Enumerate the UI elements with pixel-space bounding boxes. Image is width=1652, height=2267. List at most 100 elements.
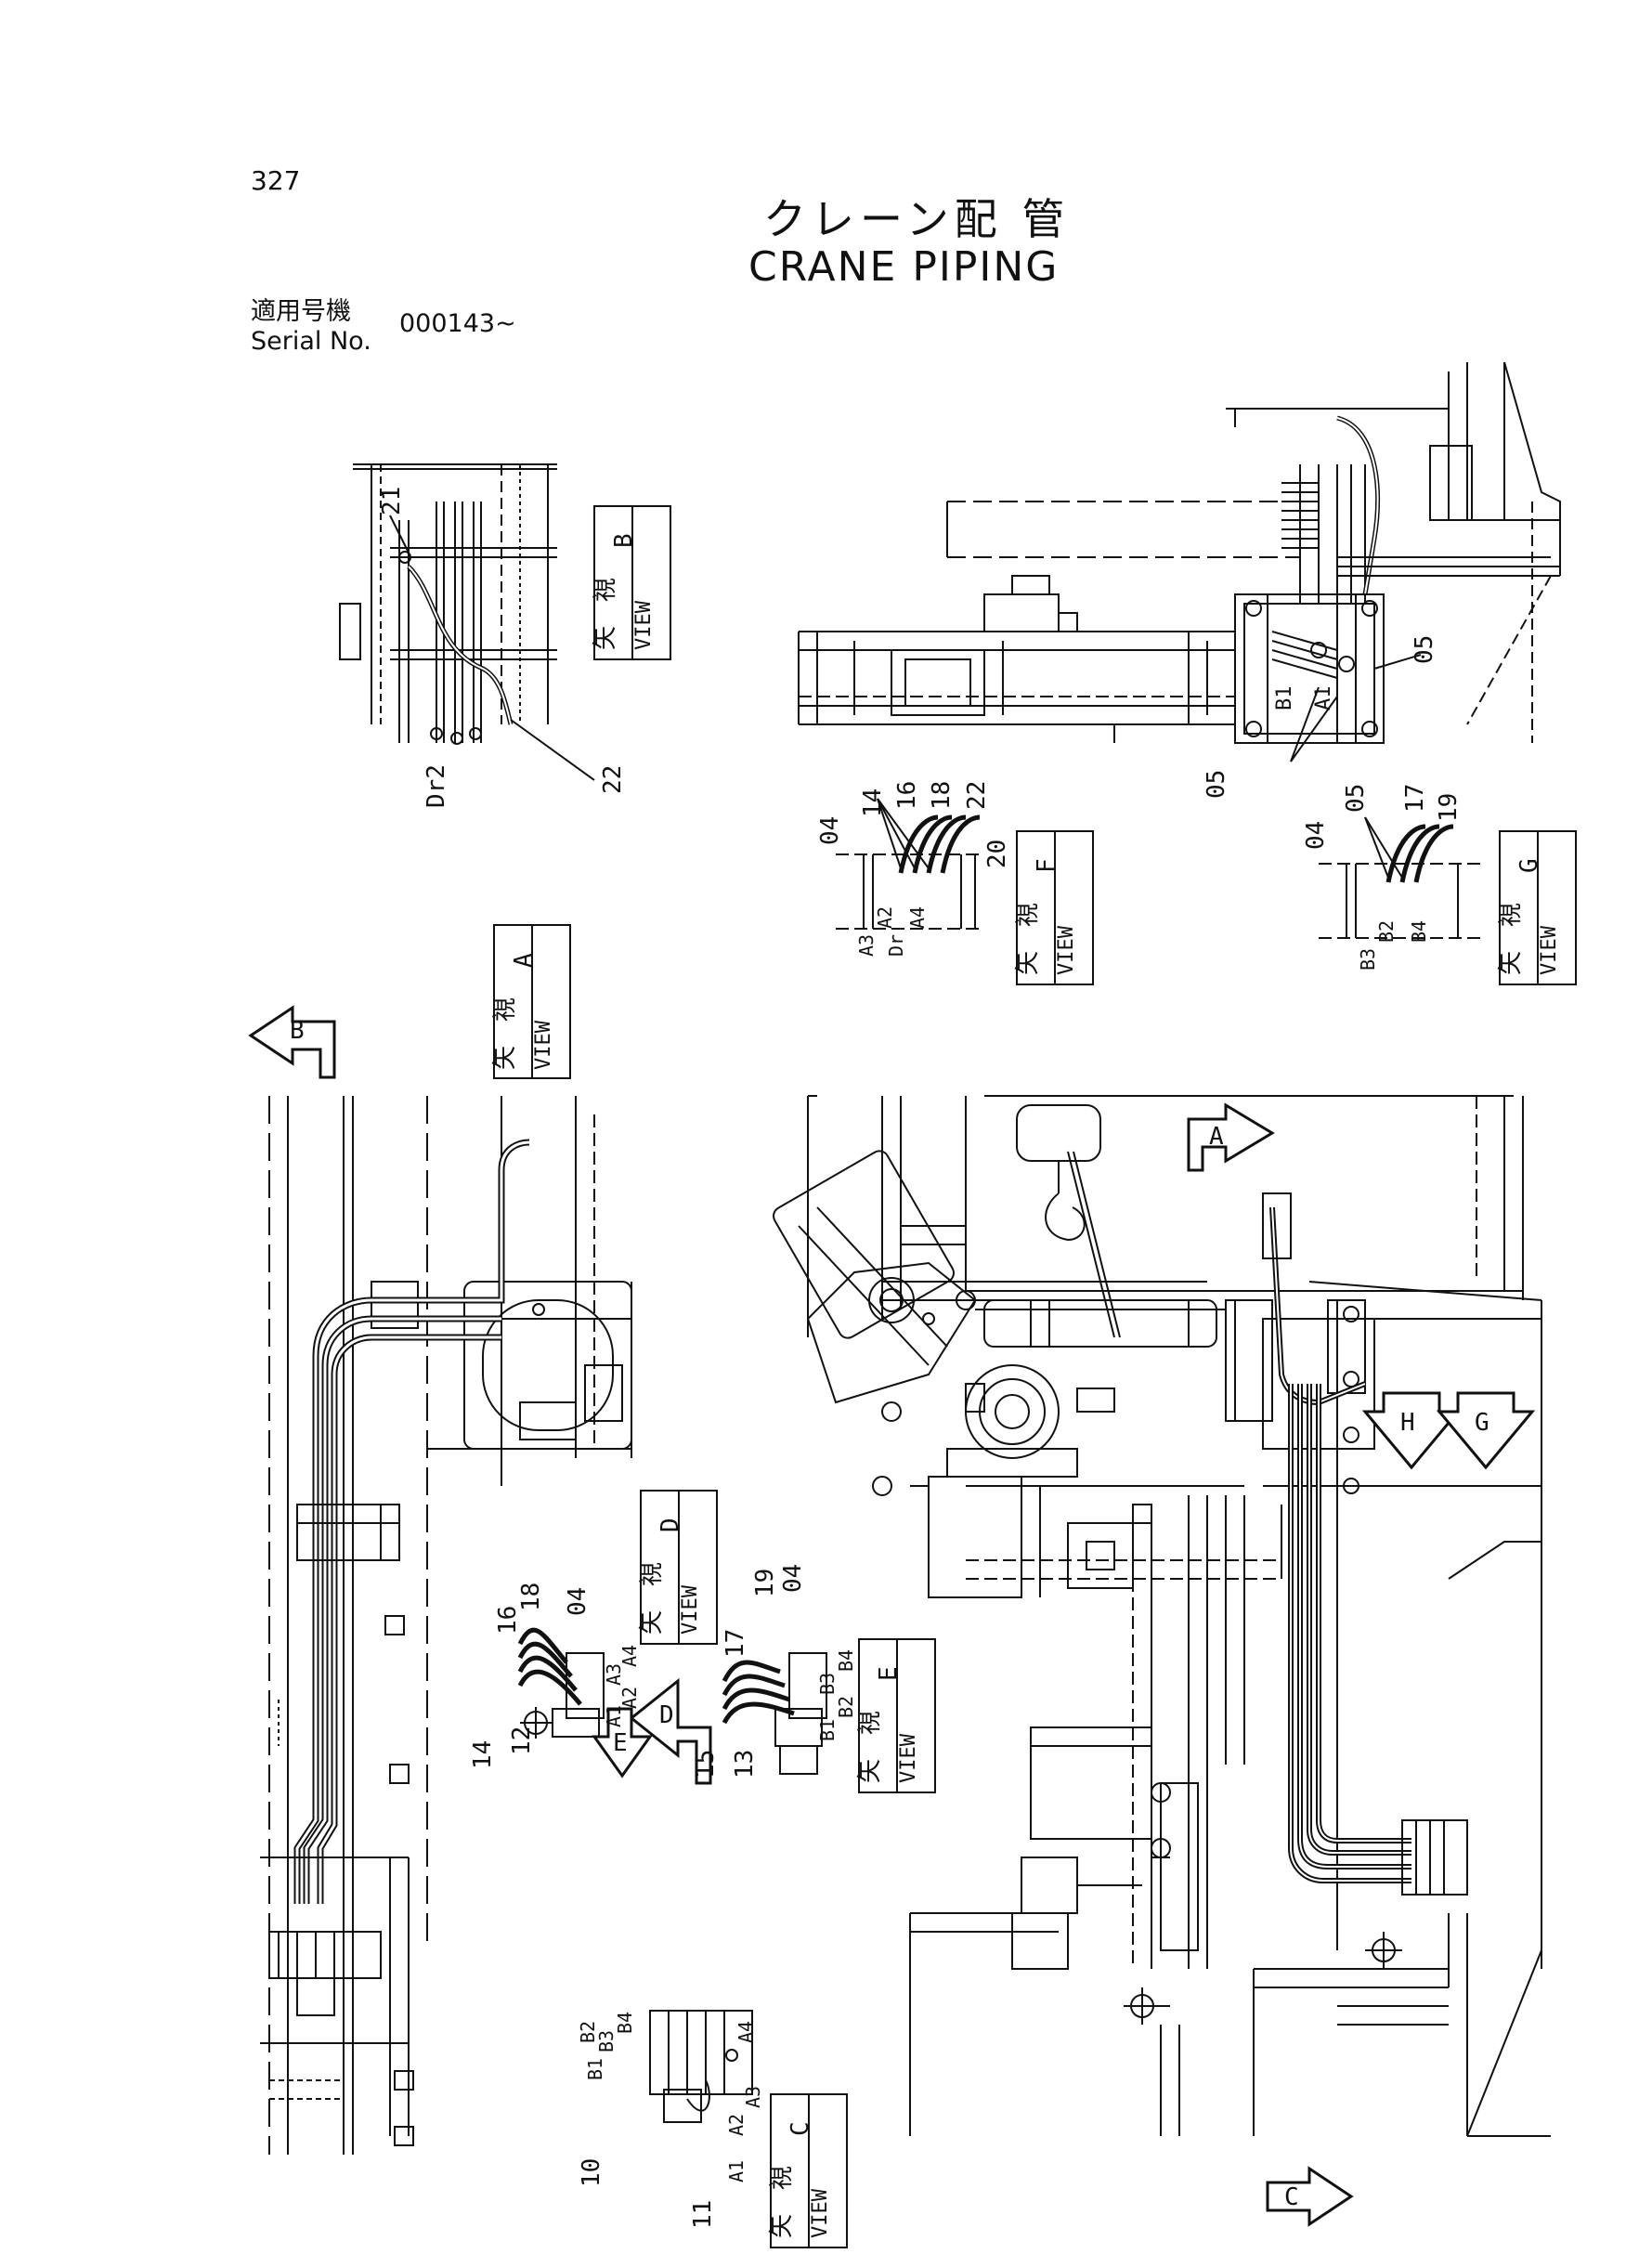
view-e-detail bbox=[722, 1652, 827, 1775]
callout-view-d-18: 18 bbox=[517, 1583, 545, 1611]
callout-view-f-04: 04 bbox=[816, 816, 844, 845]
port-view-c-a4: A4 bbox=[735, 2021, 757, 2043]
view-g-text: 矢 視 VIEW G bbox=[1497, 858, 1561, 975]
arrow-c bbox=[1266, 2166, 1354, 2227]
port-view-g-b3: B3 bbox=[1357, 948, 1379, 971]
port-view-c-a1: A1 bbox=[725, 2160, 748, 2182]
view-g-box bbox=[1499, 830, 1577, 985]
callout-dr2: Dr2 bbox=[423, 764, 450, 808]
arrow-e-label: E bbox=[613, 1729, 628, 1757]
port-view-d-a4: A4 bbox=[618, 1645, 641, 1667]
port-view-f-dr: Dr bbox=[885, 934, 907, 957]
svg-text:VIEW: VIEW bbox=[632, 600, 656, 650]
svg-text:VIEW: VIEW bbox=[1538, 925, 1561, 975]
arrow-b-label: B bbox=[290, 1017, 305, 1045]
view-c-text: 矢 視 VIEW C bbox=[768, 2121, 832, 2238]
port-view-c-a2: A2 bbox=[725, 2114, 748, 2136]
view-d-text: 矢 視 VIEW D bbox=[638, 1518, 702, 1635]
callout-view-f-16: 16 bbox=[893, 781, 921, 810]
arrow-g bbox=[1436, 1391, 1536, 1470]
callout-view-g-17: 17 bbox=[1401, 784, 1429, 813]
arrow-d bbox=[629, 1677, 712, 1785]
view-b-detail bbox=[339, 463, 595, 781]
callout-view-e-19: 19 bbox=[751, 1569, 779, 1597]
callout-view-g-05: 05 bbox=[1342, 784, 1370, 813]
port-view-c-b2: B2 bbox=[577, 2021, 599, 2043]
serial-value: 000143~ bbox=[399, 309, 516, 338]
svg-text:C: C bbox=[787, 2121, 814, 2136]
port-view-c-b1: B1 bbox=[584, 2058, 606, 2080]
title-japanese: クレーン配 管 bbox=[763, 194, 1071, 244]
port-view-c-b3: B3 bbox=[595, 2030, 618, 2052]
callout-view-e-04: 04 bbox=[779, 1564, 807, 1593]
svg-text:D: D bbox=[657, 1518, 684, 1532]
arrow-h-label: H bbox=[1400, 1409, 1415, 1437]
callout-view-g-04: 04 bbox=[1302, 821, 1330, 850]
svg-text:矢 視: 矢 視 bbox=[768, 2166, 796, 2238]
view-b-box bbox=[593, 505, 671, 660]
view-c-detail bbox=[649, 2010, 753, 2123]
serial-label-japanese: 適用号機 bbox=[251, 297, 351, 326]
port-view-e-b3: B3 bbox=[816, 1673, 839, 1695]
callout-view-d-14: 14 bbox=[469, 1740, 497, 1769]
svg-text:VIEW: VIEW bbox=[532, 1020, 555, 1070]
arrow-c-label: C bbox=[1284, 2183, 1299, 2211]
callout-view-e-13: 13 bbox=[731, 1750, 759, 1778]
port-view-c-a3: A3 bbox=[742, 2086, 764, 2108]
port-view-f-a2: A2 bbox=[874, 906, 896, 929]
svg-text:B: B bbox=[610, 533, 638, 548]
arrow-d-label: D bbox=[659, 1701, 674, 1729]
svg-text:E: E bbox=[875, 1666, 903, 1681]
right-main-assembly bbox=[773, 1095, 1551, 2137]
arrow-g-label: G bbox=[1475, 1409, 1489, 1437]
arrow-a-label: A bbox=[1209, 1123, 1224, 1151]
callout-view-f-18: 18 bbox=[928, 781, 956, 810]
callout-view-d-12: 12 bbox=[508, 1726, 536, 1755]
serial-label-english: Serial No. bbox=[251, 327, 371, 356]
view-d-detail bbox=[517, 1627, 605, 1739]
port-view-e-b1: B1 bbox=[816, 1719, 839, 1741]
svg-text:矢 視: 矢 視 bbox=[1497, 903, 1525, 975]
callout-05-lower: 05 bbox=[1203, 770, 1230, 799]
view-e-text: 矢 視 VIEW E bbox=[856, 1666, 920, 1783]
callout-21: 21 bbox=[378, 487, 406, 515]
callout-view-c-10: 10 bbox=[578, 2158, 605, 2187]
crane-top-assembly bbox=[798, 361, 1561, 762]
svg-text:矢 視: 矢 視 bbox=[638, 1562, 666, 1635]
title-english: CRANE PIPING bbox=[748, 243, 1060, 291]
callout-view-d-04: 04 bbox=[564, 1587, 592, 1616]
view-d-box bbox=[640, 1490, 718, 1645]
svg-text:矢 視: 矢 視 bbox=[856, 1711, 884, 1783]
view-e-box bbox=[858, 1638, 936, 1793]
arrow-e bbox=[592, 1707, 653, 1778]
port-main-a1: A1 bbox=[1312, 686, 1335, 711]
port-view-d-a3: A3 bbox=[603, 1663, 625, 1686]
view-g-detail bbox=[1319, 816, 1486, 939]
svg-text:VIEW: VIEW bbox=[897, 1733, 920, 1783]
port-main-b1: B1 bbox=[1273, 686, 1296, 711]
svg-text:VIEW: VIEW bbox=[1055, 925, 1078, 975]
callout-view-e-17: 17 bbox=[722, 1629, 749, 1658]
arrow-b bbox=[248, 1005, 336, 1079]
arrow-h bbox=[1361, 1391, 1462, 1470]
view-c-box bbox=[770, 2093, 848, 2248]
callout-view-f-22: 22 bbox=[963, 781, 991, 810]
view-f-box bbox=[1016, 830, 1094, 985]
callout-view-d-16: 16 bbox=[494, 1606, 522, 1635]
callout-view-f-14: 14 bbox=[859, 788, 887, 817]
callout-view-g-19: 19 bbox=[1435, 793, 1463, 822]
left-main-assembly bbox=[260, 1096, 632, 2155]
port-view-d-a1: A1 bbox=[603, 1705, 625, 1727]
svg-text:A: A bbox=[510, 953, 538, 968]
callout-view-e-15: 15 bbox=[692, 1750, 720, 1778]
svg-text:G: G bbox=[1515, 858, 1543, 873]
view-a-text: 矢 視 VIEW A bbox=[491, 953, 555, 1070]
svg-text:矢 視: 矢 視 bbox=[491, 997, 519, 1070]
port-view-f-a4: A4 bbox=[906, 906, 929, 929]
view-f-detail bbox=[836, 798, 984, 930]
callout-05-upper: 05 bbox=[1411, 635, 1438, 664]
callout-view-c-11: 11 bbox=[689, 2200, 717, 2229]
port-view-c-b4: B4 bbox=[614, 2012, 636, 2034]
svg-text:F: F bbox=[1033, 858, 1060, 873]
